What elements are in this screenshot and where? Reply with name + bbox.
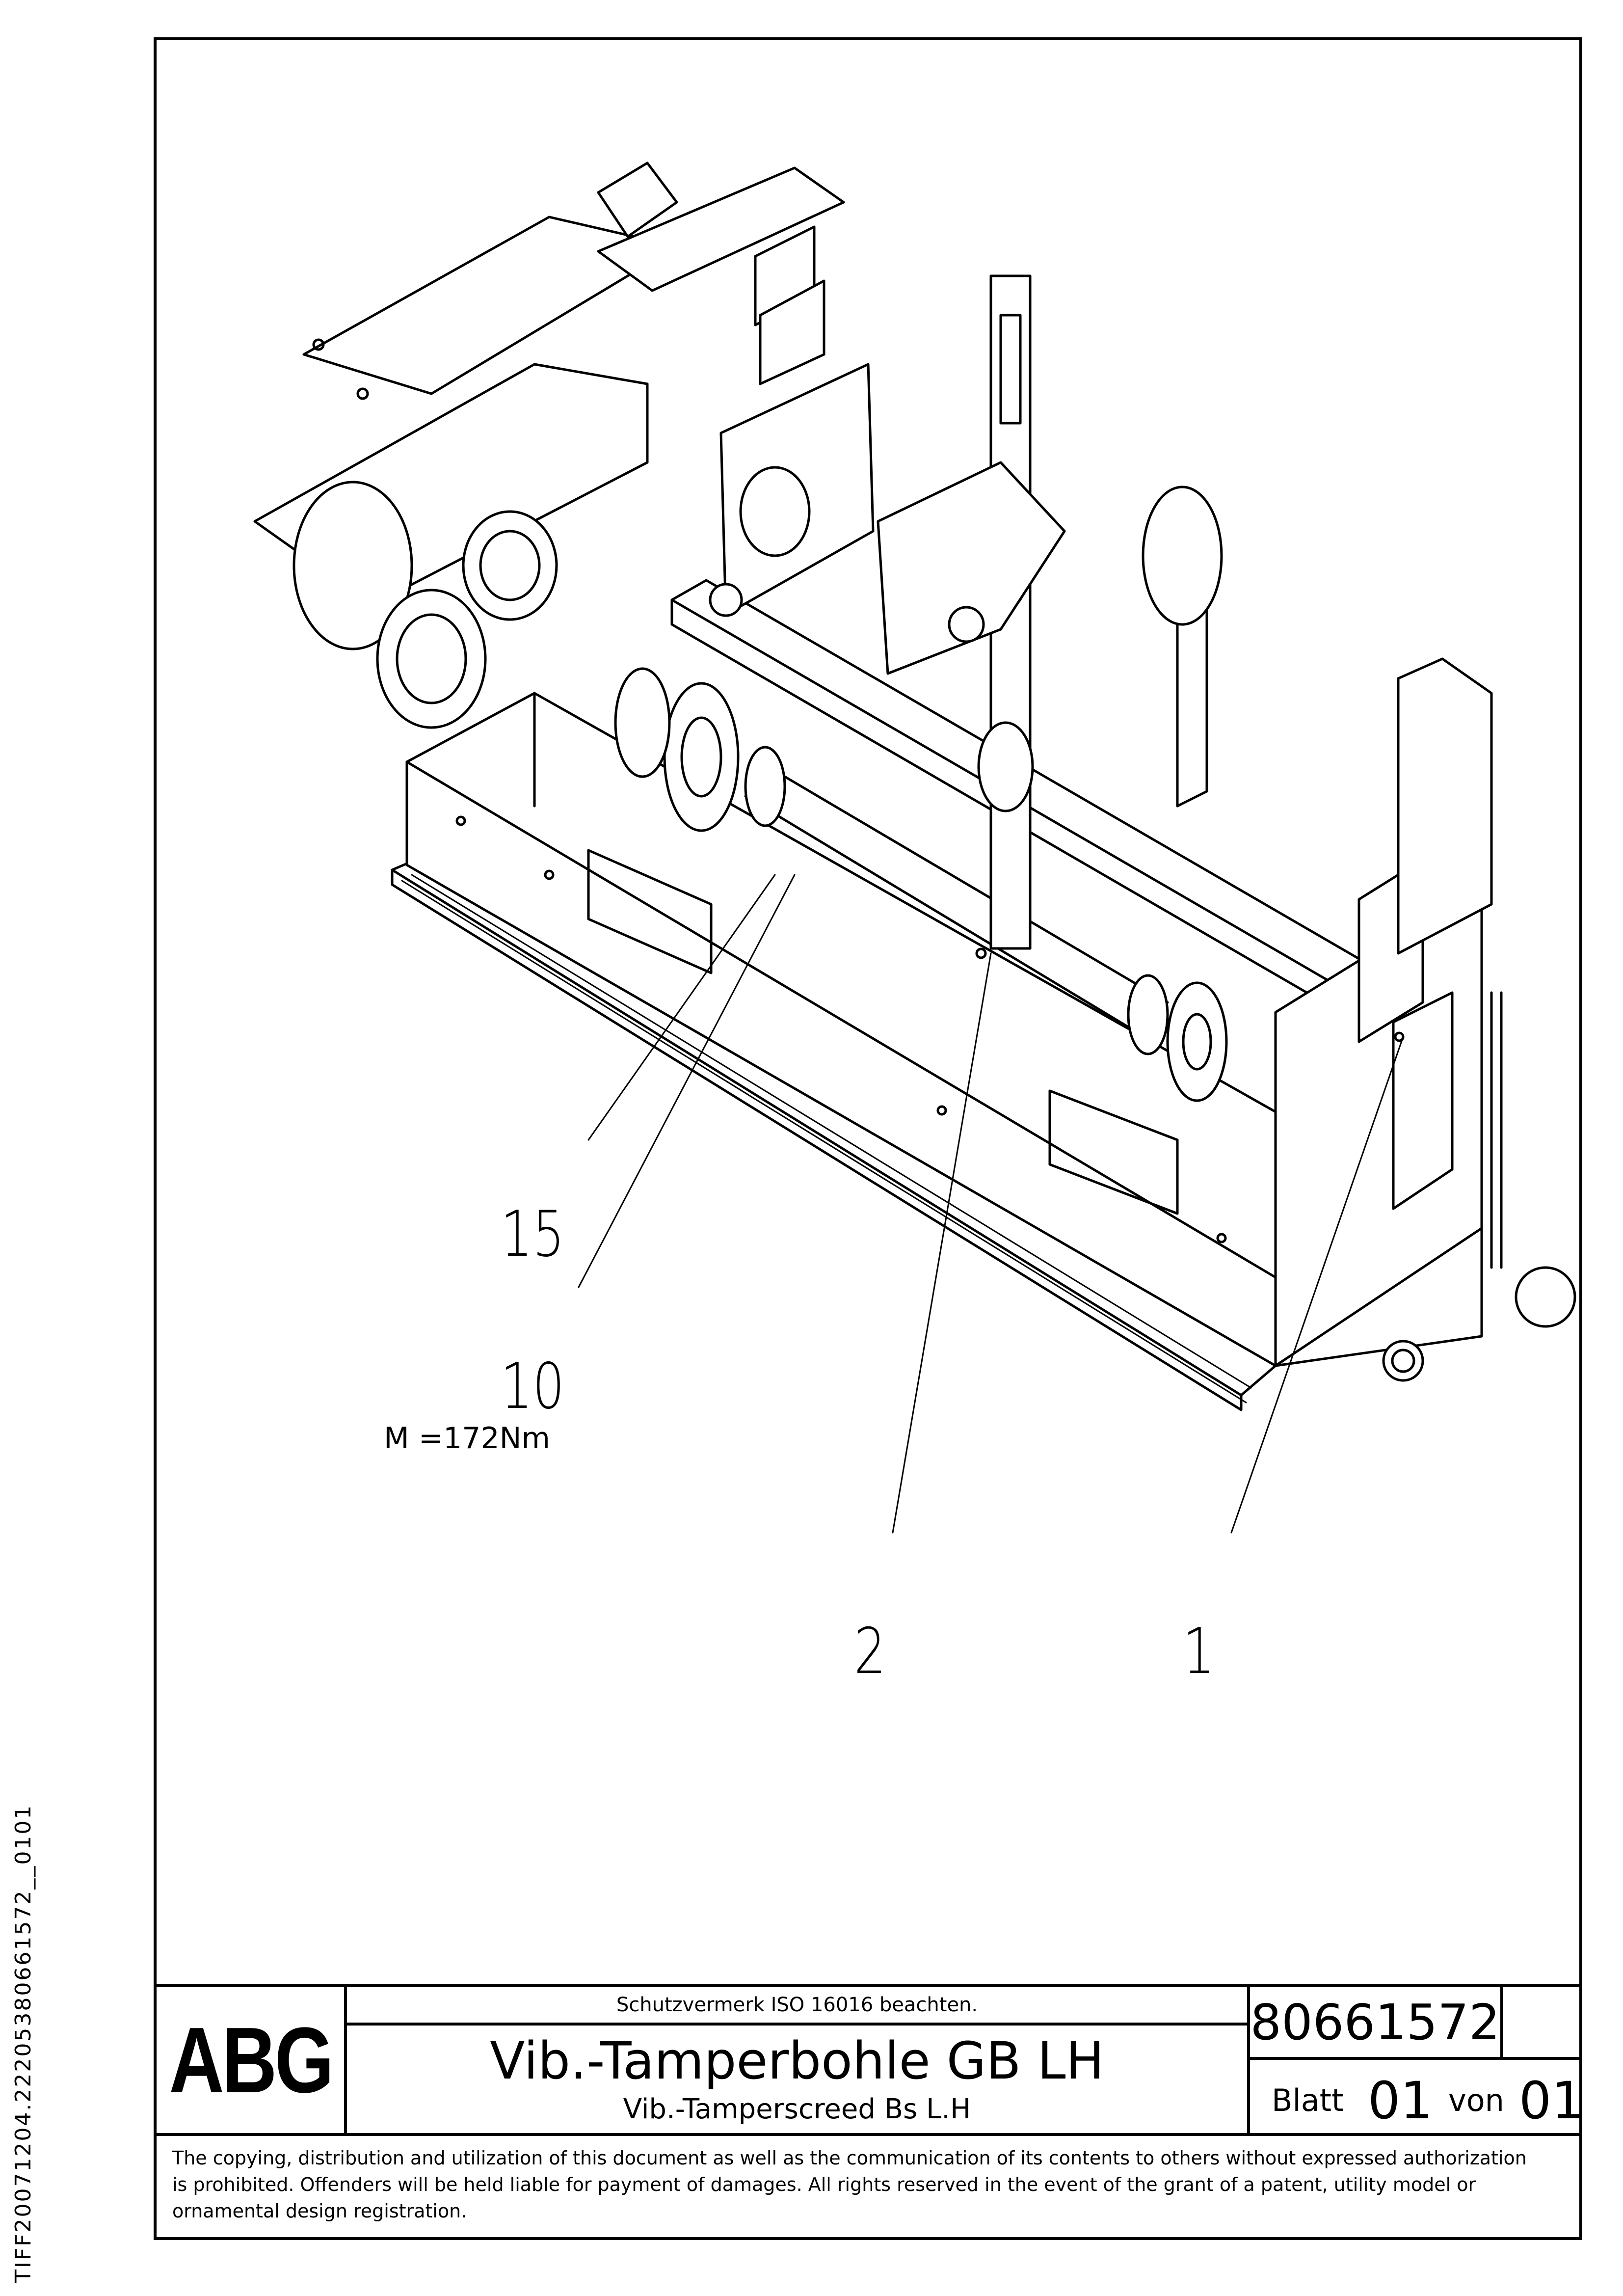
sheet-label: Blatt xyxy=(1272,2082,1344,2118)
disclaimer-line-1: The copying, distribution and utilizatio… xyxy=(172,2147,1527,2169)
of-label: von xyxy=(1448,2082,1504,2118)
callout-2: 2 xyxy=(854,1615,886,1688)
upper-carrier xyxy=(253,162,1066,729)
sheet-info: Blatt 01 von 01 xyxy=(1250,2060,1584,2133)
drawing-title: Vib.-Tamperbohle GB LH xyxy=(490,2031,1104,2091)
drawing-number: 80661572 xyxy=(1250,1987,1503,2060)
right-side-plate xyxy=(1274,657,1576,1382)
title-block: ABG Schutzvermerk ISO 16016 beachten. Vi… xyxy=(157,1984,1584,2133)
copyright-disclaimer: The copying, distribution and utilizatio… xyxy=(157,2133,1579,2237)
callout-10: 10 xyxy=(501,1350,565,1423)
drawing-subtitle: Vib.-Tamperscreed Bs L.H xyxy=(623,2093,971,2125)
torque-note: M =172Nm xyxy=(384,1421,550,1456)
logo-text: ABG xyxy=(169,2008,334,2112)
number-cell-group: 80661572 Blatt 01 von 01 xyxy=(1250,1987,1584,2133)
vibrator-shaft xyxy=(614,667,1228,1102)
sheet-number: 01 xyxy=(1368,2071,1433,2131)
document-code: TIFF20071204.22205380661572__0101 xyxy=(11,1804,36,2283)
callout-15: 15 xyxy=(501,1198,565,1271)
title-cell: Schutzvermerk ISO 16016 beachten. Vib.-T… xyxy=(347,1987,1250,2133)
protection-notice: Schutzvermerk ISO 16016 beachten. xyxy=(347,1987,1247,2026)
callout-1: 1 xyxy=(1183,1615,1215,1688)
abg-logo: ABG xyxy=(157,1987,347,2133)
disclaimer-line-3: ornamental design registration. xyxy=(172,2200,467,2222)
technical-drawing xyxy=(157,40,1579,1984)
sheet-total: 01 xyxy=(1519,2071,1584,2131)
drawing-frame xyxy=(154,37,1582,2240)
callout-leaders xyxy=(578,874,1404,1534)
revision-cell xyxy=(1503,1987,1579,2060)
disclaimer-line-2: is prohibited. Offenders will be held li… xyxy=(172,2174,1476,2195)
